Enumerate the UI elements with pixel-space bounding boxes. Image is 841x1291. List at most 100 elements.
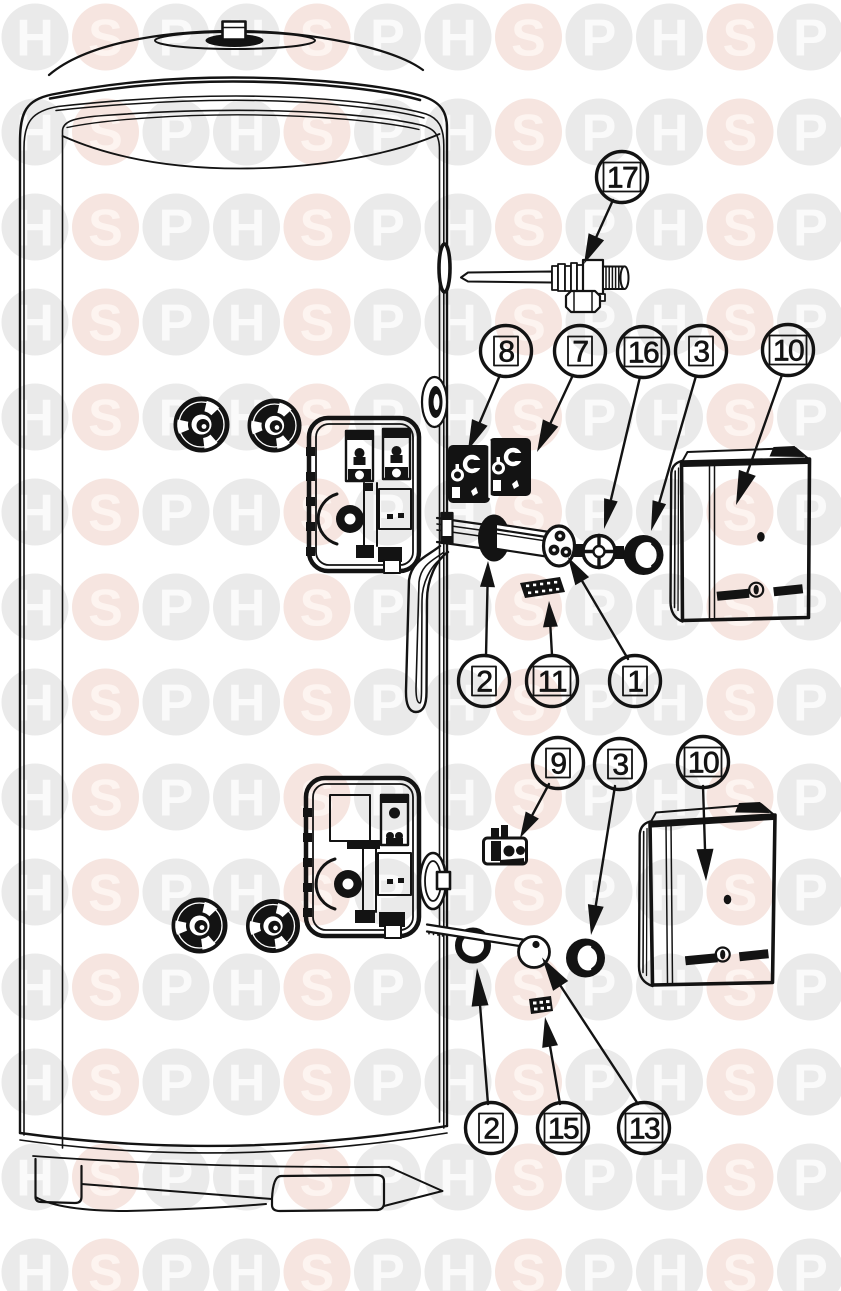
svg-text:P: P xyxy=(370,580,405,638)
svg-text:P: P xyxy=(159,295,194,353)
svg-text:3: 3 xyxy=(693,336,709,369)
svg-text:10: 10 xyxy=(773,335,804,368)
svg-text:2: 2 xyxy=(483,1113,499,1146)
svg-text:S: S xyxy=(88,295,123,353)
svg-text:H: H xyxy=(439,1245,477,1291)
svg-text:P: P xyxy=(159,960,194,1018)
svg-text:S: S xyxy=(723,390,758,448)
svg-text:P: P xyxy=(370,1055,405,1113)
svg-text:H: H xyxy=(651,10,689,68)
svg-text:H: H xyxy=(439,960,477,1018)
svg-text:P: P xyxy=(793,10,828,68)
svg-text:H: H xyxy=(228,580,266,638)
svg-text:1: 1 xyxy=(627,666,643,699)
svg-text:S: S xyxy=(511,1150,546,1208)
svg-text:H: H xyxy=(651,865,689,923)
svg-text:H: H xyxy=(228,770,266,828)
svg-text:S: S xyxy=(723,960,758,1018)
svg-text:S: S xyxy=(300,675,335,733)
svg-text:P: P xyxy=(370,10,405,68)
svg-text:S: S xyxy=(511,1245,546,1291)
svg-text:P: P xyxy=(370,295,405,353)
svg-text:S: S xyxy=(300,105,335,163)
svg-text:S: S xyxy=(300,580,335,638)
svg-text:H: H xyxy=(651,675,689,733)
svg-text:P: P xyxy=(159,580,194,638)
svg-text:P: P xyxy=(793,390,828,448)
svg-text:H: H xyxy=(228,675,266,733)
svg-text:H: H xyxy=(16,580,54,638)
svg-text:S: S xyxy=(723,675,758,733)
svg-text:S: S xyxy=(300,1150,335,1208)
svg-text:S: S xyxy=(88,485,123,543)
svg-text:P: P xyxy=(370,1150,405,1208)
svg-text:S: S xyxy=(723,200,758,258)
svg-text:S: S xyxy=(723,580,758,638)
svg-text:H: H xyxy=(228,200,266,258)
svg-text:16: 16 xyxy=(628,337,659,370)
svg-text:H: H xyxy=(16,1055,54,1113)
svg-text:P: P xyxy=(793,105,828,163)
svg-text:P: P xyxy=(582,1150,617,1208)
svg-text:H: H xyxy=(651,960,689,1018)
svg-text:17: 17 xyxy=(607,162,638,195)
svg-text:H: H xyxy=(16,10,54,68)
svg-text:P: P xyxy=(793,675,828,733)
svg-text:H: H xyxy=(439,1150,477,1208)
svg-text:2: 2 xyxy=(476,666,492,699)
svg-text:S: S xyxy=(723,10,758,68)
svg-text:S: S xyxy=(300,1055,335,1113)
svg-text:S: S xyxy=(511,200,546,258)
svg-text:H: H xyxy=(16,1245,54,1291)
svg-text:S: S xyxy=(300,295,335,353)
svg-text:H: H xyxy=(651,390,689,448)
svg-text:H: H xyxy=(439,295,477,353)
svg-text:P: P xyxy=(370,1245,405,1291)
svg-text:P: P xyxy=(582,390,617,448)
svg-text:P: P xyxy=(159,1150,194,1208)
svg-text:H: H xyxy=(16,390,54,448)
svg-text:9: 9 xyxy=(550,748,566,781)
svg-text:S: S xyxy=(88,390,123,448)
svg-text:P: P xyxy=(582,1245,617,1291)
svg-text:P: P xyxy=(793,1150,828,1208)
svg-text:H: H xyxy=(651,1245,689,1291)
svg-text:S: S xyxy=(88,675,123,733)
svg-text:H: H xyxy=(16,105,54,163)
svg-text:11: 11 xyxy=(538,666,567,699)
svg-text:P: P xyxy=(159,485,194,543)
svg-text:H: H xyxy=(228,105,266,163)
svg-text:H: H xyxy=(16,770,54,828)
svg-text:S: S xyxy=(88,105,123,163)
svg-text:P: P xyxy=(370,200,405,258)
svg-text:H: H xyxy=(16,295,54,353)
svg-text:P: P xyxy=(370,675,405,733)
svg-text:P: P xyxy=(159,200,194,258)
svg-text:13: 13 xyxy=(629,1113,660,1146)
svg-text:H: H xyxy=(16,960,54,1018)
svg-text:H: H xyxy=(439,580,477,638)
svg-text:S: S xyxy=(300,485,335,543)
svg-text:H: H xyxy=(651,1150,689,1208)
svg-text:P: P xyxy=(793,770,828,828)
svg-text:P: P xyxy=(793,1245,828,1291)
svg-text:P: P xyxy=(159,770,194,828)
svg-text:H: H xyxy=(651,200,689,258)
svg-text:S: S xyxy=(723,1150,758,1208)
svg-text:S: S xyxy=(88,580,123,638)
svg-text:S: S xyxy=(723,105,758,163)
svg-text:10: 10 xyxy=(688,747,719,780)
svg-text:7: 7 xyxy=(572,336,588,369)
svg-text:S: S xyxy=(511,865,546,923)
svg-text:P: P xyxy=(159,1055,194,1113)
svg-text:H: H xyxy=(439,10,477,68)
svg-text:S: S xyxy=(88,1245,123,1291)
svg-text:H: H xyxy=(228,1055,266,1113)
svg-text:H: H xyxy=(16,865,54,923)
svg-text:S: S xyxy=(723,865,758,923)
svg-text:H: H xyxy=(439,1055,477,1113)
svg-text:S: S xyxy=(88,865,123,923)
svg-text:S: S xyxy=(511,10,546,68)
svg-text:P: P xyxy=(159,1245,194,1291)
svg-text:S: S xyxy=(88,770,123,828)
